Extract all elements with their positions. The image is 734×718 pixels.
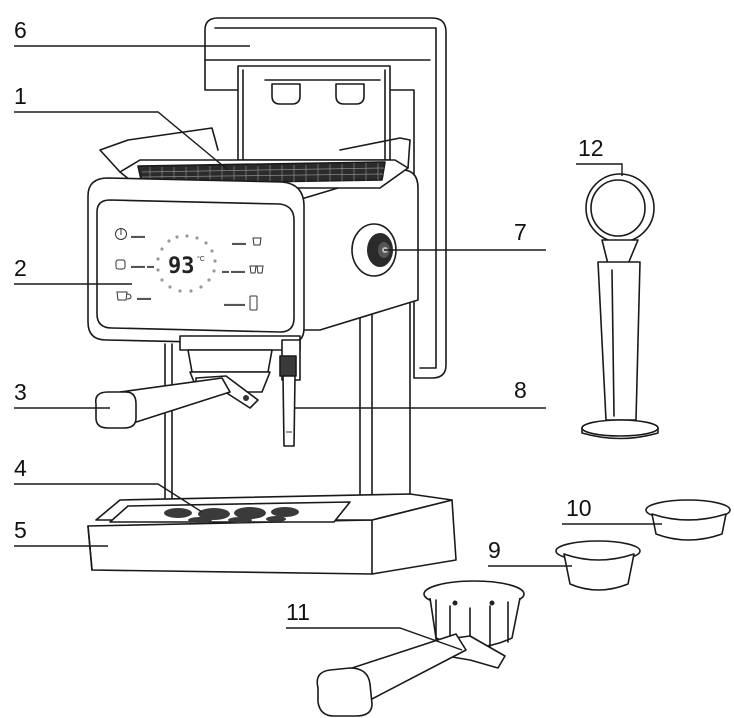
leader-12 — [576, 163, 623, 176]
temperature-dial-ring — [156, 234, 217, 293]
callout-3: 3 — [14, 379, 27, 405]
callout-12: 12 — [578, 135, 604, 161]
svg-text:▬▬: ▬▬ — [131, 233, 145, 240]
svg-text:▬ ▬▬: ▬ ▬▬ — [222, 268, 245, 275]
callout-2: 2 — [14, 255, 27, 281]
portafilter-installed — [94, 371, 271, 429]
callout-1: 1 — [14, 83, 27, 109]
callout-labels: 6 1 2 3 4 5 7 8 9 10 11 12 — [14, 17, 604, 625]
machine-body — [237, 65, 419, 521]
leader-1 — [14, 111, 229, 171]
callout-6: 6 — [14, 17, 27, 43]
leader-4 — [14, 483, 203, 513]
callout-11: 11 — [286, 599, 310, 625]
callout-leaders — [14, 45, 662, 651]
drip-tray-base — [87, 493, 457, 575]
filter-basket-single — [555, 540, 641, 591]
callout-9: 9 — [488, 537, 501, 563]
callout-5: 5 — [14, 517, 27, 543]
tamper — [581, 173, 659, 440]
drip-tray-grid — [164, 507, 299, 523]
temperature-unit: °C — [197, 255, 205, 263]
svg-text:▬▬▬: ▬▬▬ — [224, 301, 245, 308]
portafilter-loose — [316, 580, 525, 717]
svg-text:▬▬: ▬▬ — [137, 295, 151, 302]
steam-wand — [279, 339, 301, 447]
control-panel: ▬▬ ▬▬ ▬ ▬▬ 93 °C ▬▬ ▬ ▬▬ ▬▬▬ — [87, 177, 305, 345]
callout-10: 10 — [566, 495, 592, 521]
leader-11 — [286, 627, 463, 651]
callout-8: 8 — [514, 377, 527, 403]
svg-text:▬▬ ▬: ▬▬ ▬ — [131, 263, 154, 270]
callout-4: 4 — [14, 455, 27, 481]
svg-text:▬▬: ▬▬ — [232, 240, 246, 247]
filter-basket-double — [645, 499, 731, 541]
temperature-readout: 93 — [168, 254, 195, 279]
callout-7: 7 — [514, 219, 527, 245]
